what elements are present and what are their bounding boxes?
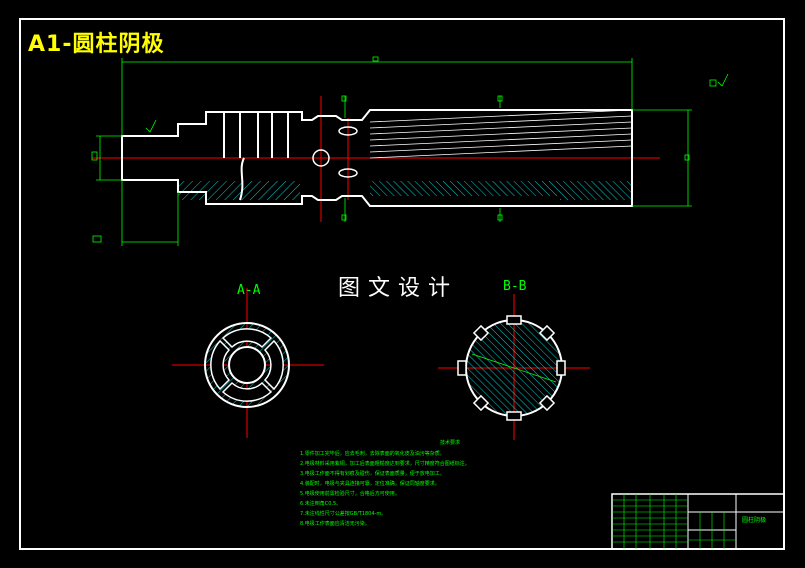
slot-upper [338, 126, 358, 136]
cross-hole [312, 149, 330, 167]
section-label-a-a: A-A [237, 283, 261, 298]
section-label-b-b: B-B [503, 279, 527, 294]
a-a-inner-bore [228, 346, 266, 384]
main-profile-lower [121, 158, 633, 207]
drawing-frame [19, 18, 785, 550]
notes-title: 技术要求 [439, 440, 460, 446]
main-hatch-right [330, 181, 632, 200]
main-view [91, 56, 729, 246]
section-b-b-view [438, 294, 590, 440]
notes-line: 7.未注线性尺寸公差按GB/T1804-m。 [300, 511, 387, 517]
main-dimensions [91, 56, 729, 246]
notes-line: 2.电极材料采用紫铜，加工后表面粗糙度达到要求，尺寸精度符合图纸标注。 [300, 461, 470, 467]
technical-notes: 技术要求 1.零件加工完毕后，应去毛刺，去除表面的氧化皮及油污等杂质。 2.电极… [300, 438, 600, 529]
b-b-diagonal [471, 353, 557, 383]
title-block-part-name: 圆柱阴极 [742, 517, 767, 524]
watermark-text: 图文设计 [338, 276, 459, 301]
main-grooves [223, 112, 289, 201]
drawing-title: A1-圆柱阴极 [28, 32, 165, 57]
notes-line: 6.未注倒角C0.5。 [300, 501, 342, 507]
a-a-slots [210, 328, 284, 402]
notes-line: 8.电极工作表面应清洁无污染。 [300, 521, 370, 527]
section-a-a-view [172, 288, 324, 438]
main-profile-upper [121, 109, 633, 158]
main-hatch-left [178, 181, 300, 200]
title-block [611, 493, 785, 550]
slot-lower [338, 168, 358, 178]
notes-line: 1.零件加工完毕后，应去毛刺，去除表面的氧化皮及油污等杂质。 [300, 451, 445, 457]
notes-line: 5.电极使用前需检验尺寸，合格后方可使用。 [300, 491, 400, 497]
notes-line: 4.装配时，电极与夹具连接可靠，定位准确，保证同轴度要求。 [300, 481, 440, 487]
b-b-keys [457, 315, 566, 421]
main-spiral-lines [369, 109, 633, 159]
notes-line: 3.电极工作面不得有划痕及碰伤，保证表面质量，便于放电加工。 [300, 471, 445, 477]
